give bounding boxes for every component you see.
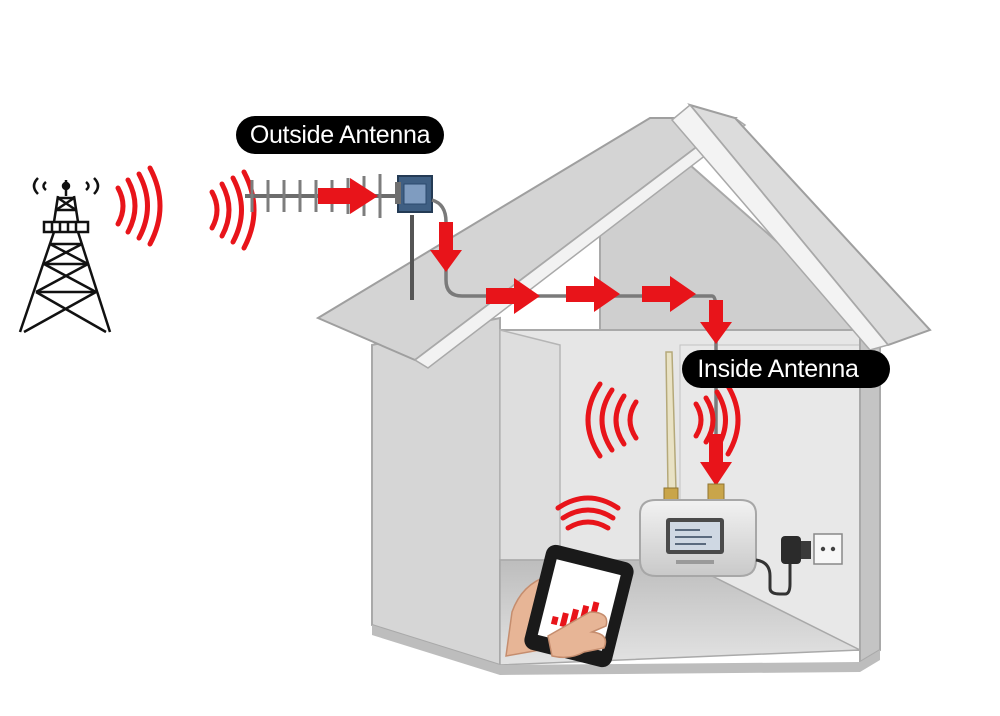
inside-antenna-text: Inside Antenna <box>697 355 859 383</box>
inside-antenna-label: Inside Antenna <box>682 350 890 388</box>
room-left-wall <box>500 330 560 560</box>
house-front-wall <box>372 318 500 665</box>
wall-socket-icon <box>814 534 842 564</box>
outside-antenna-label: Outside Antenna <box>236 116 444 154</box>
outside-antenna-text: Outside Antenna <box>250 121 431 149</box>
outdoor-signal-waves <box>118 168 254 248</box>
cell-tower-icon <box>20 178 110 332</box>
